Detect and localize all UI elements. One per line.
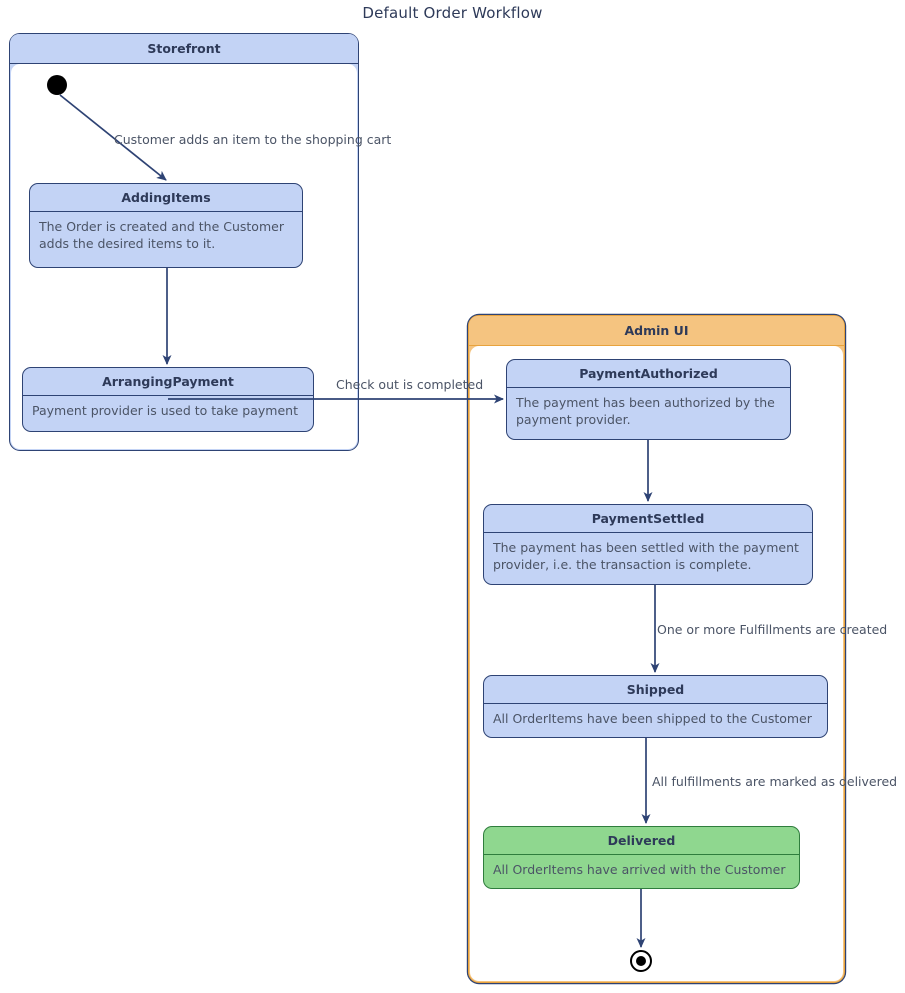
composite-state-storefront-label: Storefront xyxy=(10,34,358,64)
state-adding-items-name: AddingItems xyxy=(121,190,211,205)
state-adding-items-description: The Order is created and the Customer ad… xyxy=(30,211,302,259)
state-shipped[interactable]: Shipped All OrderItems have been shipped… xyxy=(483,675,828,738)
transition-label-start-to-adding-items: Customer adds an item to the shopping ca… xyxy=(114,132,392,147)
composite-state-admin-ui-label: Admin UI xyxy=(469,316,844,346)
state-payment-settled-name: PaymentSettled xyxy=(591,511,705,526)
state-payment-authorized[interactable]: PaymentAuthorized The payment has been a… xyxy=(506,359,791,440)
state-shipped-name: Shipped xyxy=(626,682,685,697)
state-delivered[interactable]: Delivered All OrderItems have arrived wi… xyxy=(483,826,800,889)
transition-label-payment-settled-to-shipped: One or more Fulfillments are created xyxy=(657,622,888,637)
state-delivered-description: All OrderItems have arrived with the Cus… xyxy=(484,854,799,885)
state-payment-authorized-name: PaymentAuthorized xyxy=(579,366,718,381)
state-payment-settled-description: The payment has been settled with the pa… xyxy=(484,532,812,580)
initial-state-node[interactable] xyxy=(47,75,67,95)
state-delivered-name: Delivered xyxy=(607,833,676,848)
diagram-title: Default Order Workflow xyxy=(362,4,543,22)
state-adding-items[interactable]: AddingItems The Order is created and the… xyxy=(29,183,303,268)
state-arranging-payment-name: ArrangingPayment xyxy=(102,374,234,389)
final-state-node[interactable] xyxy=(630,950,652,972)
transition-label-arranging-payment-to-payment-authorized: Check out is completed xyxy=(336,377,484,392)
state-payment-authorized-description: The payment has been authorized by the p… xyxy=(507,387,790,435)
state-payment-settled[interactable]: PaymentSettled The payment has been sett… xyxy=(483,504,813,585)
state-arranging-payment-description: Payment provider is used to take payment xyxy=(23,395,313,426)
state-arranging-payment[interactable]: ArrangingPayment Payment provider is use… xyxy=(22,367,314,432)
state-shipped-description: All OrderItems have been shipped to the … xyxy=(484,703,827,734)
transition-label-shipped-to-delivered: All fulfillments are marked as delivered xyxy=(652,774,898,789)
